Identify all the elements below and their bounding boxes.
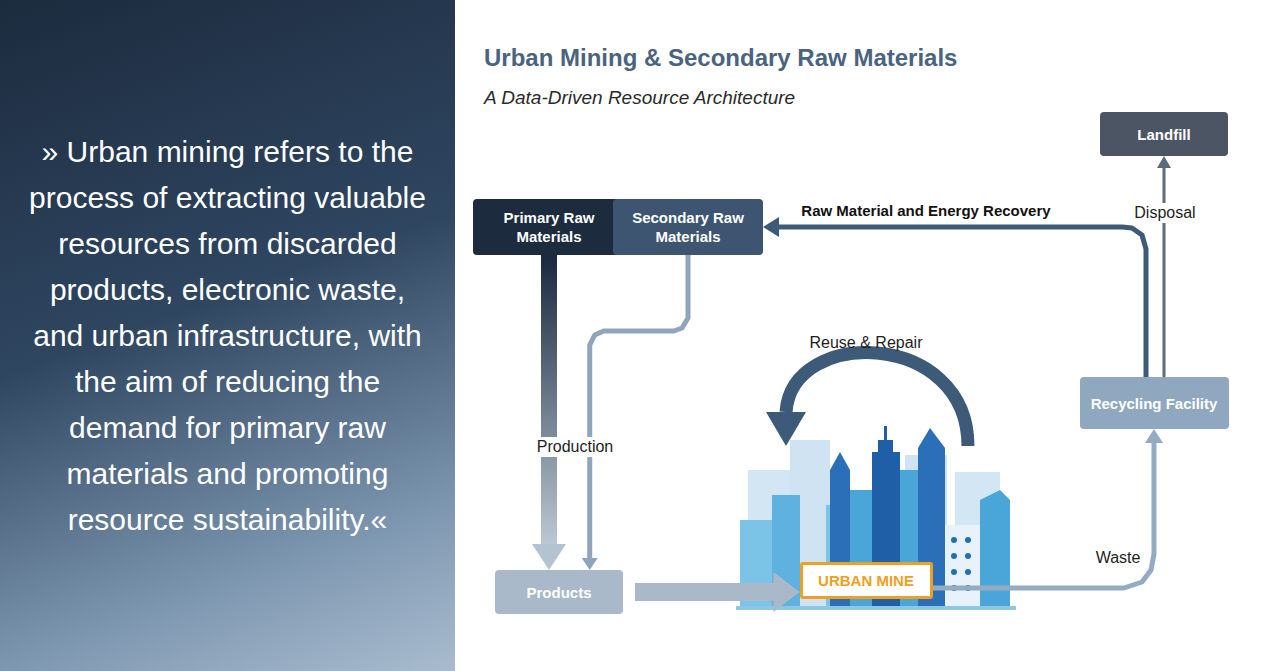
edge-label: Waste — [1093, 548, 1144, 568]
flow-arrow — [635, 572, 800, 612]
flow-arrow — [582, 255, 688, 570]
subtitle: A Data-Driven Resource Architecture — [484, 86, 795, 110]
arrow-head — [774, 572, 800, 612]
quote-panel: » Urban mining refers to the process of … — [0, 0, 455, 671]
node-text: » Urban mining refers to the process of … — [22, 129, 433, 543]
loop-label: Reuse & Repair — [810, 333, 923, 353]
edge-label: Raw Material and Energy Recovery — [801, 201, 1050, 221]
arrow-head — [763, 217, 779, 237]
edge-label: Disposal — [1131, 203, 1198, 223]
city-part — [766, 412, 806, 446]
node-text: Landfill — [1137, 125, 1190, 144]
recycling-box: Recycling Facility — [1080, 377, 1229, 429]
arrow-head — [532, 544, 566, 570]
node-text: Products — [526, 583, 591, 602]
node-text: URBAN MINE — [818, 571, 914, 590]
city-part — [951, 537, 957, 543]
flow-arrow — [763, 217, 1146, 377]
landfill-box: Landfill — [1100, 112, 1228, 156]
city-part — [884, 426, 887, 442]
connector-line — [777, 227, 1146, 377]
flow-arrow — [933, 429, 1164, 588]
city-part — [918, 428, 945, 448]
diagram-title: Urban Mining & Secondary Raw Materials — [484, 44, 957, 72]
connector-line — [1163, 166, 1166, 377]
city-part — [965, 553, 971, 559]
flow-arrow — [532, 255, 566, 570]
edge-label: Production — [534, 437, 617, 457]
city-part — [951, 569, 957, 575]
secondary-box: Secondary Raw Materials — [613, 199, 763, 255]
arrow-head — [582, 558, 598, 570]
city-part — [965, 569, 971, 575]
connector-line — [933, 441, 1155, 588]
city-part — [830, 452, 850, 470]
primary-box: Primary Raw Materials — [473, 199, 626, 255]
node-text: Primary Raw Materials — [473, 208, 626, 246]
city-part — [945, 525, 980, 610]
connector-line — [541, 255, 557, 548]
node-text: Secondary Raw Materials — [613, 208, 763, 246]
connector-line — [635, 583, 777, 601]
flow-arrow — [1157, 156, 1171, 377]
node-text: Recycling Facility — [1091, 394, 1218, 413]
products-box: Products — [495, 570, 623, 614]
city-part — [786, 353, 968, 446]
urban-mine-box: URBAN MINE — [800, 562, 933, 599]
arrow-head — [1145, 429, 1163, 443]
city-part — [878, 440, 893, 452]
city-part — [965, 537, 971, 543]
arrow-head — [1157, 156, 1171, 168]
city-part — [980, 490, 1010, 610]
connector-line — [590, 255, 688, 560]
city-part — [951, 553, 957, 559]
